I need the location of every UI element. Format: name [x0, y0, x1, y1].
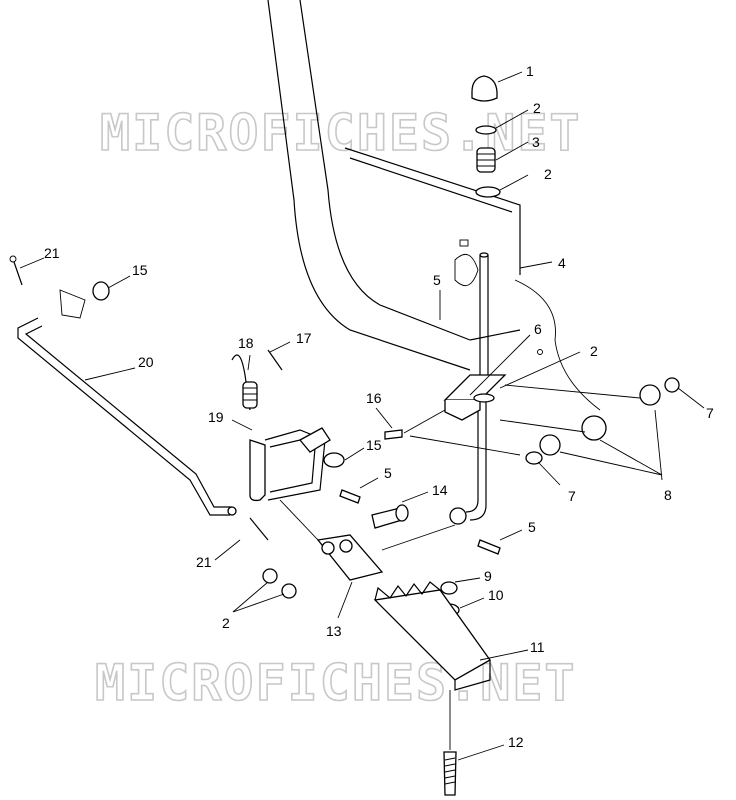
washer-2-bottom-b	[281, 583, 297, 599]
callout-20: 20	[138, 354, 154, 370]
callout-3: 3	[532, 134, 540, 150]
callout-11: 11	[530, 639, 545, 655]
watermark-top: MICROFICHES.NET	[100, 104, 582, 162]
washer-15-center	[323, 452, 345, 468]
shift-rod	[465, 252, 489, 521]
bushings-right	[499, 377, 680, 465]
callout-16: 16	[366, 390, 382, 406]
callout-19: 19	[208, 409, 224, 425]
callout-4: 4	[558, 255, 566, 271]
callout-5c: 5	[528, 519, 536, 535]
callout-7b: 7	[568, 488, 576, 504]
callout-2b: 2	[544, 166, 552, 182]
callout-9: 9	[484, 568, 492, 584]
bracket-part	[443, 374, 507, 421]
nut-9	[440, 581, 458, 595]
washer-mid	[475, 186, 501, 198]
bolt-12	[443, 690, 457, 796]
callout-2a: 2	[533, 100, 541, 116]
cap-part	[471, 75, 498, 102]
washer-rod-bottom	[449, 507, 467, 525]
washer-bracket	[473, 393, 495, 403]
callout-12: 12	[508, 734, 524, 750]
callout-2d: 2	[222, 615, 230, 631]
watermark-bottom: MICROFICHES.NET	[95, 654, 577, 712]
callout-14: 14	[432, 482, 448, 498]
callout-5a: 5	[433, 272, 441, 288]
callout-1: 1	[526, 63, 534, 79]
callout-2c: 2	[590, 343, 598, 359]
bolt-16	[384, 429, 403, 440]
callout-5b: 5	[384, 465, 392, 481]
washer-15-left	[92, 281, 110, 301]
callout-21b: 21	[196, 554, 212, 570]
callout-21a: 21	[44, 245, 60, 261]
washer-2-bottom-a	[262, 568, 278, 584]
washer-top	[475, 125, 497, 135]
callout-15b: 15	[132, 262, 148, 278]
pin-14	[371, 504, 409, 529]
callout-15a: 15	[366, 437, 382, 453]
spring-part	[476, 147, 496, 173]
bolt-5-right	[477, 539, 501, 555]
callout-13: 13	[326, 623, 342, 639]
clip-21-top	[9, 255, 23, 286]
bolt-5-middle	[339, 489, 361, 504]
leader-lines	[19, 71, 705, 761]
frame-panel	[267, 0, 601, 411]
callout-17: 17	[296, 330, 312, 346]
rod-20	[17, 317, 237, 516]
callout-18: 18	[238, 335, 254, 351]
pedal-mount-13	[279, 499, 456, 581]
callout-10: 10	[488, 587, 504, 603]
spring-18	[231, 354, 258, 411]
pin-17	[267, 349, 283, 371]
callout-6: 6	[534, 321, 542, 337]
lever-19	[249, 427, 331, 502]
callout-labels: 1 2 3 2 4 5 6 2 7 8 7 16 15 15 21 20 18 …	[44, 63, 714, 750]
callout-8: 8	[664, 487, 672, 503]
clip-21-bottom	[249, 517, 269, 541]
pedal-11	[373, 581, 491, 691]
callout-7a: 7	[706, 405, 714, 421]
